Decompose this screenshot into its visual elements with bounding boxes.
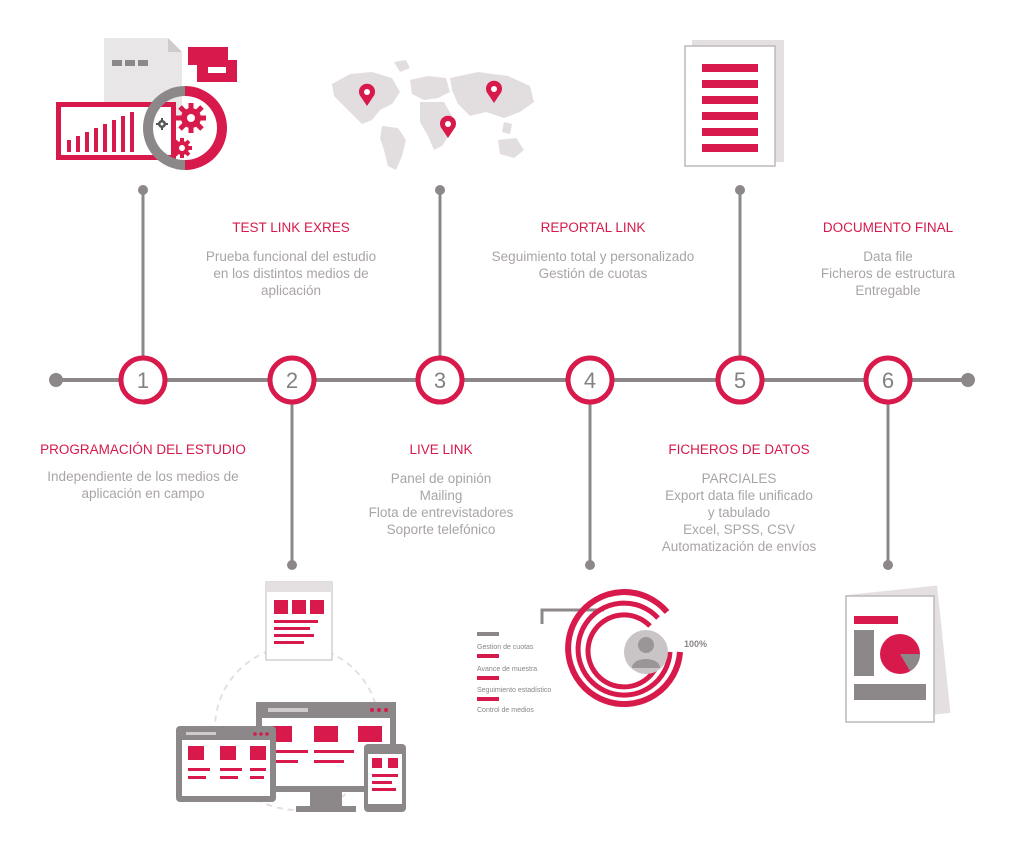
timeline-start-dot xyxy=(49,373,63,387)
step-title-4: REPORTAL LINK xyxy=(540,220,646,235)
step-number-6: 6 xyxy=(882,368,894,393)
step-number-3: 3 xyxy=(434,368,446,393)
legend-item-1: Gestion de cuotas xyxy=(477,644,534,651)
dashboard-percent: 100% xyxy=(684,639,707,649)
legend-item-2: Avance de muestra xyxy=(477,666,537,673)
legend-item-3: Seguimiento estadístico xyxy=(477,687,551,694)
step-2-line-2: en los distintos medios de xyxy=(213,266,369,281)
step-node-2: 2 xyxy=(267,355,317,405)
analytics-gears-icon xyxy=(56,38,237,170)
step-node-3: 3 xyxy=(415,355,465,405)
step-2-line-3: aplicación xyxy=(260,283,322,298)
step-5-line-5: Automatización de envíos xyxy=(661,539,817,554)
step-4-line-1: Seguimiento total y personalizado xyxy=(491,249,695,264)
dashboard-report-icon: 100% Gestion de cuotas Avance de muestra… xyxy=(477,589,707,714)
step-number-4: 4 xyxy=(584,368,596,393)
step-3-block: LIVE LINK Panel de opinión Mailing Flota… xyxy=(330,442,552,538)
step-number-1: 1 xyxy=(137,368,149,393)
step-title-6: DOCUMENTO FINAL xyxy=(822,220,954,235)
timeline-end-dot xyxy=(961,373,975,387)
step-1-line-2: aplicación en campo xyxy=(81,486,205,501)
step-2-line-1: Prueba funcional del estudio xyxy=(205,249,377,264)
step-2-block: TEST LINK EXRES Prueba funcional del est… xyxy=(180,220,402,299)
responsive-devices-icon xyxy=(176,581,406,812)
step-4-line-2: Gestión de cuotas xyxy=(538,266,648,281)
final-report-icon xyxy=(845,585,951,723)
step-node-6: 6 xyxy=(863,355,913,405)
step-5-line-2: Export data file unificado xyxy=(665,488,813,503)
step-title-1: PROGRAMACIÓN DEL ESTUDIO xyxy=(40,442,246,457)
step-node-4: 4 xyxy=(565,355,615,405)
step-5-line-3: y tabulado xyxy=(707,505,771,520)
step-1-line-1: Independiente de los medios de xyxy=(47,469,239,484)
legend-item-4: Control de medios xyxy=(477,707,534,714)
step-3-line-3: Flota de entrevistadores xyxy=(368,505,514,520)
step-3-line-4: Soporte telefónico xyxy=(386,522,496,537)
world-map-pins-icon xyxy=(332,60,534,170)
step-6-line-3: Entregable xyxy=(855,283,921,298)
step-1-block: PROGRAMACIÓN DEL ESTUDIO Independiente d… xyxy=(20,442,266,502)
step-number-5: 5 xyxy=(734,368,746,393)
step-number-2: 2 xyxy=(286,368,298,393)
step-title-3: LIVE LINK xyxy=(409,442,473,457)
step-node-1: 1 xyxy=(118,355,168,405)
step-5-line-4: Excel, SPSS, CSV xyxy=(683,522,795,537)
step-6-line-2: Ficheros de estructura xyxy=(820,266,956,281)
step-6-block: DOCUMENTO FINAL Data file Ficheros de es… xyxy=(792,220,984,299)
document-list-icon xyxy=(684,40,784,167)
step-title-2: TEST LINK EXRES xyxy=(232,220,350,235)
map-pin-icon xyxy=(358,80,502,138)
step-5-line-1: PARCIALES xyxy=(701,471,777,486)
step-node-5: 5 xyxy=(715,355,765,405)
step-title-5: FICHEROS DE DATOS xyxy=(668,442,810,457)
step-6-line-1: Data file xyxy=(863,249,913,264)
step-3-line-2: Mailing xyxy=(419,488,463,503)
step-3-line-1: Panel de opinión xyxy=(390,471,492,486)
step-4-block: REPORTAL LINK Seguimiento total y person… xyxy=(470,220,716,282)
step-5-block: FICHEROS DE DATOS PARCIALES Export data … xyxy=(628,442,850,555)
